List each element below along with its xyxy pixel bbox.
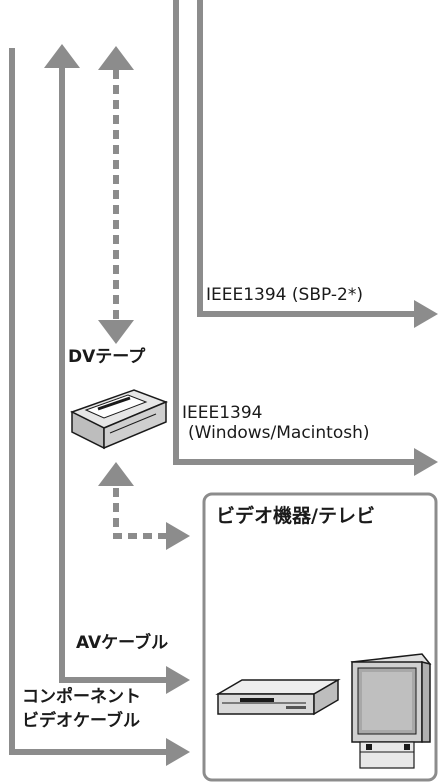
- av-cable-label: AVケーブル: [76, 633, 169, 653]
- ieee1394-windows-label: IEEE1394 (Windows/Macintosh): [178, 403, 414, 443]
- dv-tape-cassette-icon: [70, 389, 169, 450]
- video-devices-label: ビデオ機器/テレビ: [216, 505, 375, 527]
- ieee1394-windows-line1: IEEE1394: [182, 403, 263, 423]
- component-cable-line2: ビデオケーブル: [22, 710, 140, 731]
- dv-tape-to-video-dotted-arrow: [98, 462, 190, 550]
- ieee1394-sbp2-connector: [197, 0, 438, 328]
- tv-icon: [350, 653, 432, 769]
- ieee1394-windows-connector: [173, 0, 438, 476]
- ieee1394-sbp2-label: IEEE1394 (SBP-2*): [206, 285, 363, 305]
- component-video-cable-connector: [9, 48, 190, 766]
- vcr-icon: [215, 678, 341, 716]
- dv-tape-dotted-double-arrow: [98, 46, 134, 344]
- av-cable-connector: [44, 44, 190, 694]
- component-cable-label: コンポーネント ビデオケーブル: [22, 687, 141, 731]
- component-cable-line1: コンポーネント: [22, 687, 141, 707]
- dv-tape-label: DVテープ: [68, 347, 146, 367]
- ieee1394-windows-line2: (Windows/Macintosh): [188, 422, 370, 443]
